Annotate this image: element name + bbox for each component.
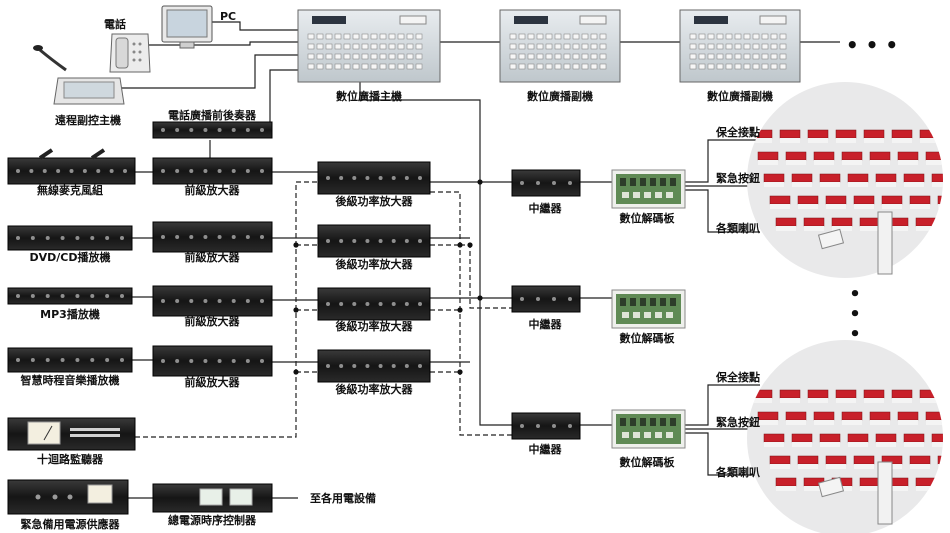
diagram-labels: PC 電話 遠程副控主機 數位廣播主機 數位廣播副機 數位廣播副機 • • • … (21, 10, 899, 531)
gooseneck-microphone-icon (33, 45, 125, 105)
more-units-vertical-3: • (849, 324, 861, 345)
label-to-equipment: 至各用電設備 (310, 491, 376, 505)
phone-prepost-unit (152, 121, 273, 139)
label-dvd-cd: DVD/CD播放機 (30, 250, 111, 264)
smart-music-player (7, 347, 133, 373)
label-smart-music: 智慧時程音樂播放機 (21, 373, 120, 387)
label-phone: 電話 (104, 17, 126, 31)
label-phone-prepost: 電話廣播前後奏器 (168, 108, 257, 122)
label-digital-sub-1: 數位廣播副機 (527, 89, 593, 103)
decoder-board-2 (611, 289, 686, 329)
wireless-mic-receiver (7, 157, 136, 185)
speaker-icons (817, 211, 893, 525)
relay-1 (511, 169, 581, 197)
label-wireless-mic: 無線麥克風組 (37, 183, 103, 197)
poweramp-1 (317, 161, 431, 195)
mp3-player (7, 287, 133, 305)
label-speakers-1: 各類喇叭 (715, 221, 760, 235)
label-relay-3: 中繼器 (529, 442, 563, 456)
label-relay-1: 中繼器 (529, 201, 563, 215)
label-remote-console: 遠程副控主機 (55, 113, 121, 127)
more-units-horizontal: • • • (846, 33, 898, 57)
dvd-cd-player (7, 225, 133, 251)
label-preamp-3: 前級放大器 (185, 314, 241, 328)
label-security-1: 保全接點 (715, 125, 760, 139)
poweramp-4 (317, 349, 431, 383)
more-units-vertical-2: • (849, 304, 861, 325)
label-poweramp-4: 後級功率放大器 (336, 382, 414, 396)
connection-lines (120, 21, 840, 499)
label-digital-main: 數位廣播主機 (336, 89, 402, 103)
label-decoder-1: 數位解碼板 (620, 211, 676, 225)
emergency-power-unit (7, 479, 129, 515)
label-preamp-2: 前級放大器 (185, 250, 241, 264)
preamp-2 (152, 221, 273, 253)
monitor-icon (161, 5, 213, 49)
label-decoder-3: 數位解碼板 (620, 455, 676, 469)
label-decoder-2: 數位解碼板 (620, 331, 676, 345)
label-poweramp-3: 後級功率放大器 (336, 319, 414, 333)
monitor-unit (7, 417, 136, 451)
label-monitor: 十迴路監聽器 (37, 452, 104, 466)
label-digital-sub-2: 數位廣播副機 (707, 89, 773, 103)
handheld-mic (38, 148, 54, 160)
power-sequencer-unit (152, 483, 273, 513)
label-security-2: 保全接點 (715, 370, 760, 384)
decoder-board-1 (611, 169, 686, 209)
handheld-mic (90, 148, 106, 160)
relay-3 (511, 412, 581, 440)
label-poweramp-1: 後級功率放大器 (336, 194, 414, 208)
poweramp-2 (317, 224, 431, 258)
label-power-sequencer: 總電源時序控制器 (168, 513, 257, 527)
label-preamp-4: 前級放大器 (185, 375, 241, 389)
label-emergency-power: 緊急備用電源供應器 (21, 517, 121, 531)
label-relay-2: 中繼器 (529, 317, 563, 331)
label-preamp-1: 前級放大器 (185, 183, 241, 197)
classroom-photo-bottom (747, 340, 943, 533)
label-emergency-btn-1: 緊急按鈕 (716, 171, 760, 185)
label-pc: PC (220, 10, 236, 23)
poweramp-3 (317, 287, 431, 321)
label-speakers-2: 各類喇叭 (715, 465, 760, 479)
more-units-vertical-1: • (849, 284, 861, 305)
relay-2 (511, 285, 581, 313)
preamp-3 (152, 285, 273, 317)
preamp-4 (152, 345, 273, 377)
label-emergency-btn-2: 緊急按鈕 (716, 415, 760, 429)
label-mp3: MP3播放機 (40, 307, 100, 321)
preamp-1 (152, 157, 273, 185)
telephone-icon (109, 33, 151, 73)
label-poweramp-2: 後級功率放大器 (336, 257, 414, 271)
decoder-board-3 (611, 409, 686, 449)
classroom-photo-top (747, 82, 943, 278)
junction-dots (293, 179, 483, 375)
